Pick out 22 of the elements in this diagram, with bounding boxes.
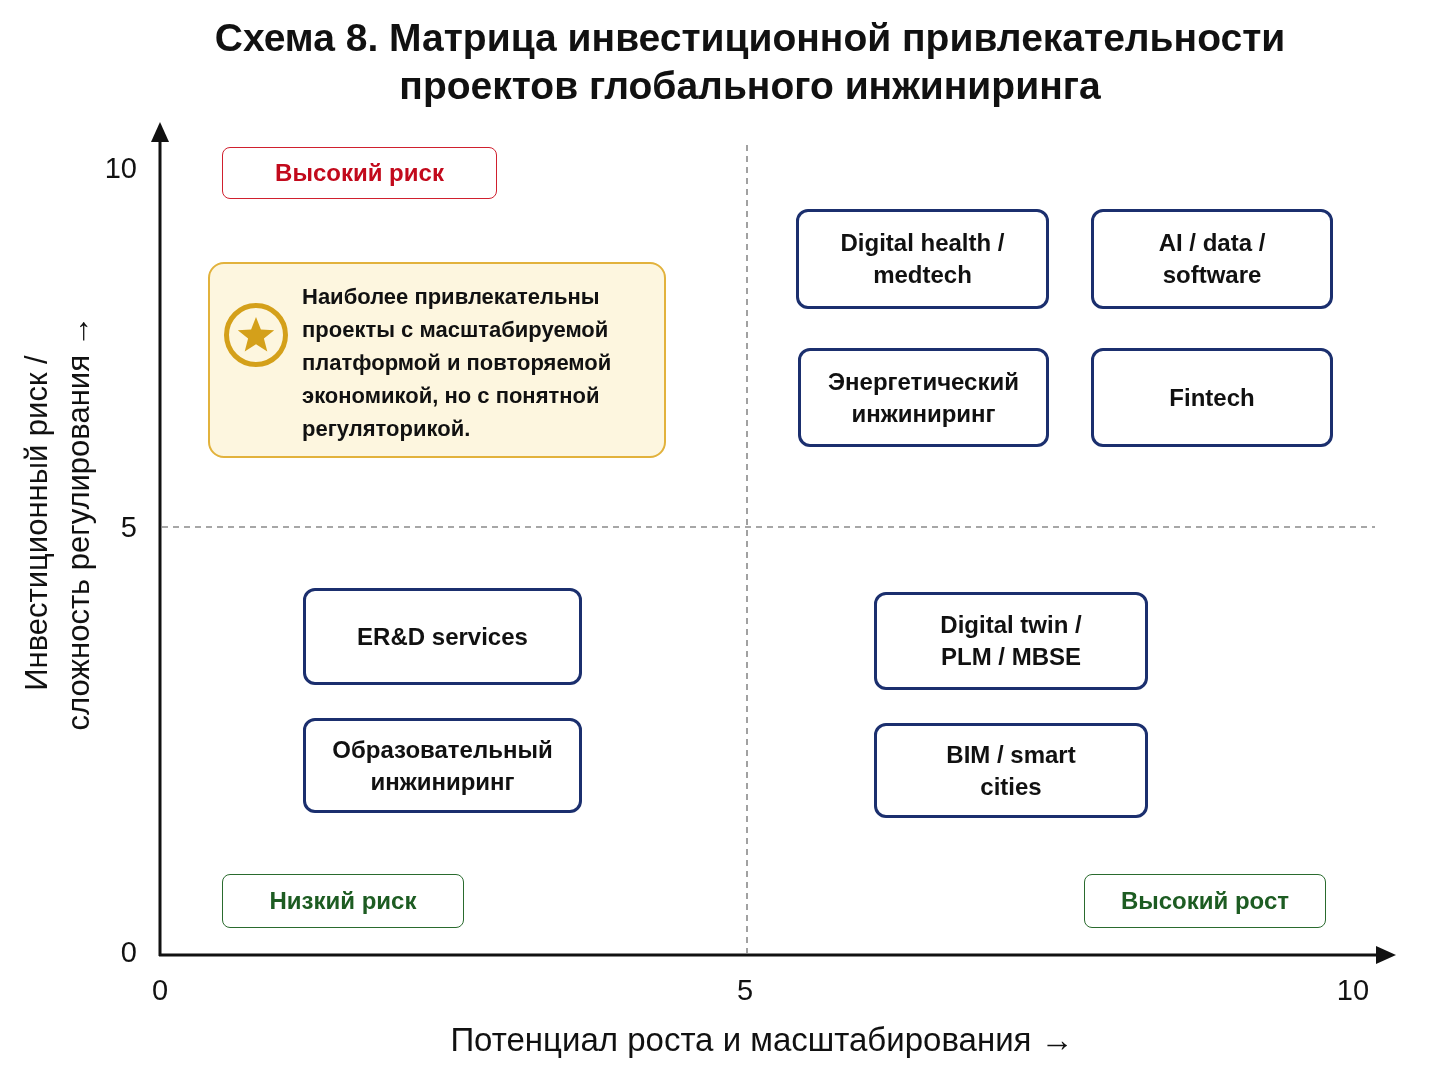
sector-box: BIM / smart cities: [874, 723, 1148, 818]
sector-box: AI / data / software: [1091, 209, 1333, 309]
quadrant-tag: Высокий рост: [1084, 874, 1326, 928]
quadrant-tag: Высокий риск: [222, 147, 497, 199]
sector-box: ER&D services: [303, 588, 582, 685]
quadrant-tag: Низкий риск: [222, 874, 464, 928]
sector-box: Энергетический инжиниринг: [798, 348, 1049, 447]
sector-box: Образовательный инжиниринг: [303, 718, 582, 813]
callout-text: Наиболее привлекательны проекты с масштабируемой платформой и повторяемой экономикой, но с понятной регуляторикой.: [302, 283, 613, 443]
diagram-title: Схема 8. Матрица инвестиционной привлекательности проектов глобального инжиниринга: [213, 15, 1287, 109]
axis-tick-label: 0: [150, 973, 170, 1007]
sector-box: Digital twin / PLM / MBSE: [874, 592, 1148, 690]
axis-title: Потенциал роста и масштабирования →: [449, 1020, 1075, 1060]
axis-title: Инвестиционный риск / сложность регулирования →: [18, 314, 97, 733]
axis-tick-label: 5: [120, 510, 137, 544]
sector-box: Digital health / medtech: [796, 209, 1049, 309]
axis-tick-label: 0: [120, 935, 137, 969]
axis-tick-label: 10: [1335, 973, 1371, 1007]
axis-tick-label: 5: [735, 973, 755, 1007]
highlight-callout: [208, 262, 666, 458]
sector-box: Fintech: [1091, 348, 1333, 447]
axis-tick-label: 10: [104, 151, 137, 185]
